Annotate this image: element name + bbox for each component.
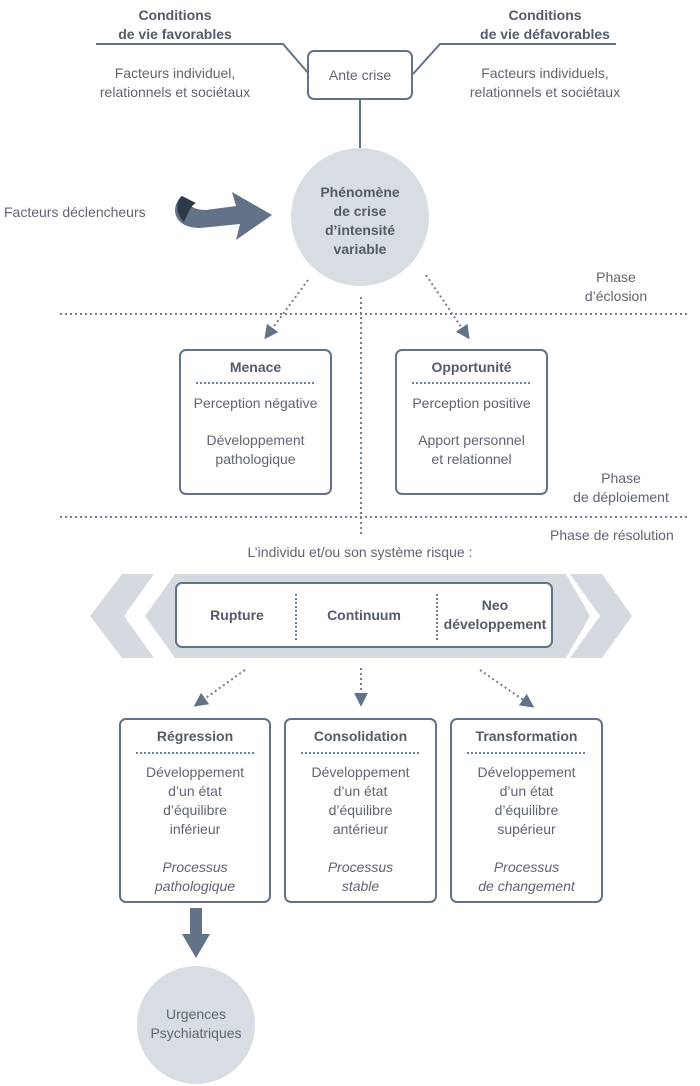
menace-development-line2: pathologique (215, 451, 296, 467)
regression-desc-line1: Développement (145, 764, 245, 780)
left-condition-title: Conditions de vie favorables (100, 6, 250, 44)
urgences-circle (137, 966, 255, 1084)
regression-desc-line4: inférieur (169, 821, 221, 837)
menace-development: Développement pathologique (181, 431, 330, 469)
arrow-to-menace (264, 279, 309, 340)
crisis-line2: de crise (333, 203, 387, 219)
regression-desc-line3: d’équilibre (163, 802, 227, 818)
phase-deploiement-label: Phase de déploiement (556, 469, 686, 507)
consolidation-desc-line3: d’équilibre (328, 802, 393, 818)
phase-resolution-label: Phase de résolution (550, 527, 674, 543)
crisis-line3: d’intensité (324, 222, 395, 238)
continuum-center: Continuum (327, 607, 401, 623)
continuum-rupture: Rupture (210, 607, 264, 623)
right-condition-title: Conditions de vie défavorables (460, 6, 630, 44)
outcome-consolidation-desc: Développement d’un état d’équilibre anté… (286, 763, 435, 839)
opportunite-perception: Perception positive (412, 395, 531, 411)
left-condition-line (96, 43, 310, 75)
right-factors-line1: Facteurs individuels, (481, 65, 609, 81)
consolidation-desc-line1: Développement (311, 764, 410, 780)
transformation-desc-line3: d’équilibre (494, 802, 559, 818)
outcome-consolidation-process: Processus stable (286, 858, 435, 896)
transformation-process-line2: de changement (478, 878, 575, 894)
transformation-desc-line4: supérieur (497, 821, 556, 837)
down-arrow-shaft (190, 908, 202, 936)
phase-deploiement-line1: Phase (601, 470, 641, 486)
crisis-circle (291, 148, 429, 286)
urgences-label: Urgences Psychiatriques (127, 1005, 265, 1043)
left-condition-title-line1: Conditions (138, 7, 212, 23)
right-condition-line (412, 43, 616, 75)
outcome-transformation-desc: Développement d’un état d’équilibre supé… (452, 763, 601, 839)
menace-development-line1: Développement (206, 432, 305, 448)
trigger-arrow-curl (177, 196, 196, 222)
menace-perception: Perception négative (193, 395, 318, 411)
transformation-process-line1: Processus (493, 859, 560, 875)
right-condition-title-line1: Conditions (508, 7, 582, 23)
trigger-arrow (175, 192, 272, 240)
menace-divider (196, 382, 316, 384)
ante-crise-box: Ante crise (307, 50, 413, 100)
right-condition-title-line2: de vie défavorables (480, 26, 610, 42)
menace-box: Menace Perception négative Développement… (179, 349, 332, 495)
menace-title: Menace (229, 359, 282, 375)
opportunite-box: Opportunité Perception positive Apport p… (395, 349, 548, 495)
crisis-line1: Phénomène (320, 184, 400, 200)
right-condition-factors: Facteurs individuels, relationnels et so… (450, 64, 640, 102)
chevron-left (90, 574, 154, 658)
crisis-label: Phénomène de crise d’intensité variable (291, 183, 429, 259)
transformation-desc-line2: d’un état (499, 783, 554, 799)
transformation-desc-line1: Développement (477, 764, 576, 780)
urgences-line1: Urgences (166, 1006, 226, 1022)
outcome-consolidation: Consolidation Développement d’un état d’… (284, 718, 437, 903)
consolidation-desc-line4: antérieur (332, 821, 389, 837)
opportunite-divider (412, 382, 532, 384)
outcome-transformation-title: Transformation (475, 728, 578, 744)
arrow-to-regression (193, 669, 246, 707)
outcome-regression-process: Processus pathologique (121, 858, 269, 896)
continuum-neo: Neo développement (439, 596, 551, 634)
outcome-regression-title: Régression (156, 728, 234, 744)
consolidation-process-line1: Processus (327, 859, 394, 875)
left-factors-line1: Facteurs individuel, (114, 65, 236, 81)
risk-label: L’individu et/ou son système risque : (247, 544, 473, 560)
outcome-consolidation-divider (301, 752, 421, 754)
continuum-box: Rupture Continuum Neo développement (175, 582, 553, 648)
consolidation-desc-line2: d’un état (333, 783, 388, 799)
outcome-regression: Régression Développement d’un état d’équ… (119, 718, 271, 903)
phase-eclosion-label: Phase d’éclosion (566, 268, 666, 306)
continuum-neo-line1: Neo (481, 597, 509, 613)
trigger-label: Facteurs déclencheurs (4, 204, 146, 220)
left-condition-title-line2: de vie favorables (118, 26, 232, 42)
regression-process-line2: pathologique (154, 878, 236, 894)
arrow-to-transformation (479, 669, 535, 708)
phase-deploiement-line2: de déploiement (573, 489, 669, 505)
right-factors-line2: relationnels et sociétaux (469, 84, 621, 100)
outcome-regression-desc: Développement d’un état d’équilibre infé… (121, 763, 269, 839)
opportunite-apport-line2: et relationnel (431, 451, 512, 467)
continuum-divider-left (295, 594, 297, 640)
left-factors-line2: relationnels et sociétaux (99, 84, 251, 100)
opportunite-title: Opportunité (431, 359, 512, 375)
outcome-transformation: Transformation Développement d’un état d… (450, 718, 603, 903)
phase-eclosion-line1: Phase (596, 269, 636, 285)
consolidation-process-line2: stable (341, 878, 380, 894)
regression-desc-line2: d’un état (168, 783, 222, 799)
down-arrow-head (182, 934, 210, 958)
arrow-to-opportunite (425, 274, 470, 340)
opportunite-apport-line1: Apport personnel (418, 432, 525, 448)
outcome-regression-divider (136, 752, 256, 754)
phase-eclosion-line2: d’éclosion (584, 288, 648, 304)
crisis-line4: variable (333, 241, 387, 257)
regression-process-line1: Processus (162, 859, 228, 875)
ante-crise-label: Ante crise (328, 67, 392, 83)
outcome-transformation-divider (467, 752, 587, 754)
chevron-right (570, 574, 632, 658)
opportunite-apport: Apport personnel et relationnel (397, 431, 546, 469)
left-condition-factors: Facteurs individuel, relationnels et soc… (80, 64, 270, 102)
outcome-transformation-process: Processus de changement (452, 858, 601, 896)
urgences-line2: Psychiatriques (150, 1025, 242, 1041)
continuum-neo-line2: développement (443, 616, 547, 632)
outcome-consolidation-title: Consolidation (313, 728, 408, 744)
